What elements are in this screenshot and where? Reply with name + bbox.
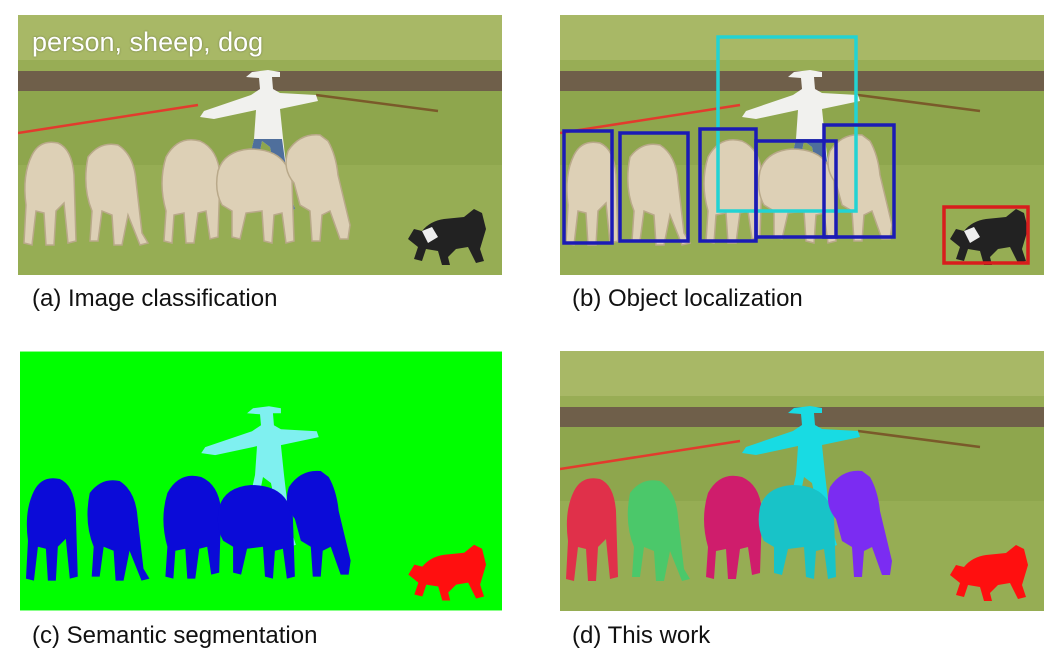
caption-b: (b) Object localization xyxy=(572,285,803,312)
sheep-instance-3 xyxy=(704,475,762,579)
dog-bounding-box xyxy=(942,205,1030,265)
panel-semantic-segmentation xyxy=(20,351,502,611)
sheep-instance-1 xyxy=(566,478,618,581)
sheep-bounding-box-2 xyxy=(618,131,690,243)
sheep-bounding-box-5 xyxy=(822,123,896,239)
classification-labels: person, sheep, dog xyxy=(32,27,264,57)
sheep-bounding-box-4 xyxy=(754,139,838,239)
panel-instance-segmentation xyxy=(560,351,1044,611)
caption-d: (d) This work xyxy=(572,622,711,649)
field-photo-with-boxes xyxy=(560,15,1044,275)
caption-a: (a) Image classification xyxy=(32,285,278,312)
panel-object-localization xyxy=(560,15,1044,275)
field-photo-with-instance-masks xyxy=(560,351,1044,611)
caption-c: (c) Semantic segmentation xyxy=(32,622,318,649)
panel-image-classification: person, sheep, dog xyxy=(18,15,502,275)
sheep-bounding-box-1 xyxy=(562,129,614,245)
segmentation-mask xyxy=(20,351,502,611)
